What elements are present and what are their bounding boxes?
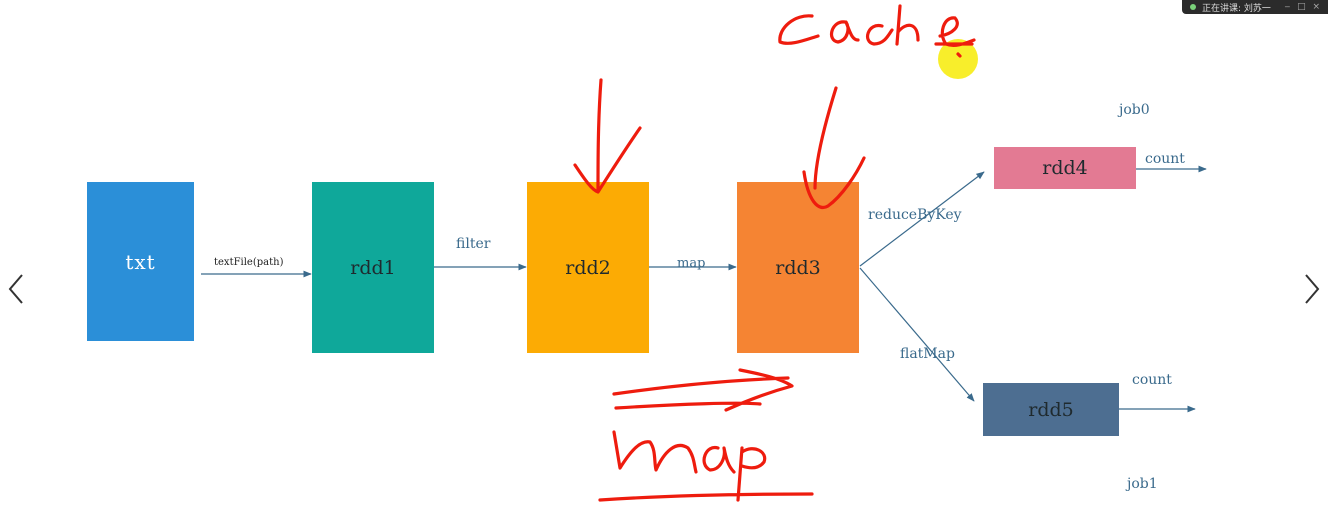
ink-arrow-rdd3 — [802, 86, 866, 210]
node-txt: txt — [87, 182, 194, 341]
edge-label-textfile: textFile(path) — [214, 257, 284, 268]
node-txt-label: txt — [125, 249, 156, 274]
ink-cache-word — [778, 4, 976, 58]
job-label-job0: job0 — [1119, 102, 1150, 118]
laser-pointer-dot — [938, 39, 978, 79]
node-rdd1: rdd1 — [312, 182, 434, 353]
node-rdd3-label: rdd3 — [775, 256, 821, 279]
node-rdd3: rdd3 — [737, 182, 859, 353]
node-rdd4: rdd4 — [994, 147, 1136, 189]
node-rdd5: rdd5 — [983, 383, 1119, 436]
ink-arrow-long — [612, 368, 794, 412]
ink-map-word — [598, 430, 814, 502]
next-slide-button[interactable] — [1296, 272, 1326, 306]
node-rdd1-label: rdd1 — [350, 256, 396, 279]
ink-arrow-rdd2 — [573, 78, 642, 194]
node-rdd2: rdd2 — [527, 182, 649, 353]
edge-flatmap-arrow — [859, 267, 975, 402]
edge-label-count-top: count — [1145, 151, 1185, 167]
edge-reducebykey-arrow — [859, 171, 985, 267]
handwritten-annotations — [573, 4, 976, 502]
edge-label-filter: filter — [456, 236, 491, 252]
edge-label-flatmap: flatMap — [900, 346, 955, 362]
screen-share-status-text: 正在讲课: 刘苏一 — [1202, 3, 1271, 14]
overlay-controls-icon[interactable]: ‒ □ × — [1284, 2, 1322, 12]
screen-share-status-bar: 正在讲课: 刘苏一 ‒ □ × — [1182, 0, 1328, 14]
node-rdd4-label: rdd4 — [1042, 157, 1088, 179]
job-label-job1: job1 — [1127, 476, 1158, 492]
mic-icon — [1190, 4, 1196, 10]
prev-slide-button[interactable] — [2, 272, 32, 306]
chevron-right-icon — [1305, 274, 1320, 304]
edge-label-count-bottom: count — [1132, 372, 1172, 388]
node-rdd2-label: rdd2 — [565, 256, 611, 279]
node-rdd5-label: rdd5 — [1028, 398, 1074, 421]
chevron-left-icon — [8, 274, 23, 304]
edge-label-map: map — [677, 256, 706, 271]
edge-label-reducebykey: reduceByKey — [868, 207, 962, 223]
